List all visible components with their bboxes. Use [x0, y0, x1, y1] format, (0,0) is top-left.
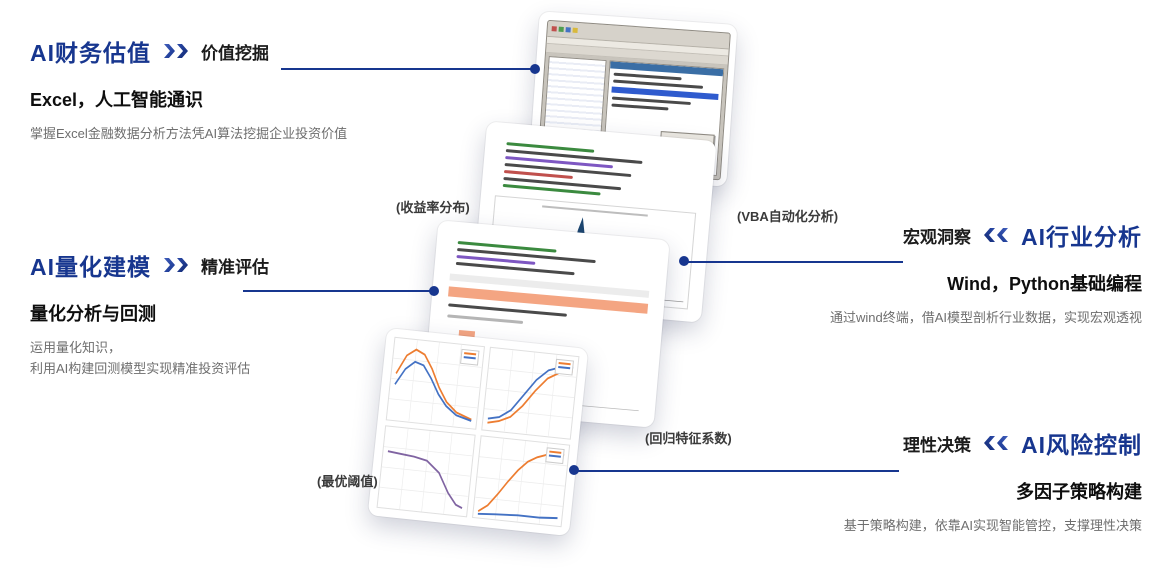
caption-optimal-threshold: (最优阈值) — [317, 474, 378, 489]
line-plot-svg — [388, 340, 482, 426]
connector-dot-risk — [569, 465, 579, 475]
connector-line-industry — [684, 261, 903, 263]
section-description: 掌握Excel金融数据分析方法凭AI算法挖掘企业投资价值 — [30, 126, 348, 141]
section-title: AI行业分析 — [1021, 224, 1142, 250]
section-title-row: AI量化建模 精准评估 — [30, 248, 269, 282]
connector-dot-valuation — [530, 64, 540, 74]
legend-box — [459, 348, 480, 366]
section-subtitle: 多因子策略构建 — [1016, 482, 1142, 502]
section-title-row: 理性决策 AI风险控制 — [844, 426, 1142, 460]
description-line-1: 运用量化知识， — [30, 340, 122, 355]
plot-bottom-left — [376, 424, 476, 518]
section-tag: 价值挖掘 — [201, 43, 269, 63]
toolbar-icon — [565, 27, 571, 33]
section-description: 通过wind终端，借AI模型剖析行业数据，实现宏观透视 — [829, 310, 1142, 325]
caption-regression-coefficients: (回归特征系数) — [645, 431, 732, 446]
section-tag: 精准评估 — [201, 257, 269, 277]
toolbar-icon — [551, 26, 557, 32]
section-subtitle: Wind，Python基础编程 — [947, 274, 1142, 294]
section-description: 基于策略构建，依靠AI实现智能管控，支撑理性决策 — [843, 518, 1142, 533]
plot-top-left — [385, 336, 485, 430]
section-tag: 宏观洞察 — [903, 227, 971, 247]
caption-returns-distribution: (收益率分布) — [396, 200, 470, 215]
legend-box — [554, 358, 574, 376]
section-ai-industry-analysis: 宏观洞察 AI行业分析 Wind，Python基础编程 通过wind终端，借AI… — [830, 218, 1142, 328]
section-subtitle: 量化分析与回测 — [30, 304, 156, 324]
chevrons-right-icon — [164, 258, 188, 272]
toolbar-icon — [572, 27, 578, 33]
connector-line-valuation — [281, 68, 535, 70]
section-ai-valuation: AI财务估值 价值挖掘 Excel，人工智能通识 掌握Excel金融数据分析方法… — [30, 34, 347, 144]
connector-dot-quant — [429, 286, 439, 296]
connector-line-risk — [574, 470, 899, 472]
section-title: AI财务估值 — [30, 40, 151, 66]
line-plot-svg — [474, 438, 568, 524]
section-title-row: AI财务估值 价值挖掘 — [30, 34, 347, 68]
screenshot-threshold-plots — [367, 327, 589, 537]
legend-box — [545, 446, 565, 464]
plot-grid — [376, 336, 580, 528]
section-description: 运用量化知识， 利用AI构建回测模型实现精准投资评估 — [30, 337, 269, 380]
section-title-row: 宏观洞察 AI行业分析 — [830, 218, 1142, 252]
section-tag: 理性决策 — [903, 435, 971, 455]
chevrons-left-icon — [984, 436, 1008, 450]
section-title: AI量化建模 — [30, 254, 151, 280]
section-subtitle: Excel，人工智能通识 — [30, 90, 204, 110]
plot-bottom-right — [471, 434, 571, 528]
section-title: AI风险控制 — [1021, 432, 1142, 458]
description-line-2: 利用AI构建回测模型实现精准投资评估 — [30, 361, 251, 377]
connector-line-quant — [243, 290, 434, 292]
toolbar-icon — [558, 26, 564, 32]
line-plot-svg — [379, 428, 473, 514]
caption-vba-automation: (VBA自动化分析) — [737, 209, 839, 224]
chevrons-left-icon — [984, 228, 1008, 242]
section-ai-risk-control: 理性决策 AI风险控制 多因子策略构建 基于策略构建，依靠AI实现智能管控，支撑… — [844, 426, 1142, 536]
connector-dot-industry — [679, 256, 689, 266]
section-ai-quant-modeling: AI量化建模 精准评估 量化分析与回测 运用量化知识， 利用AI构建回测模型实现… — [30, 248, 269, 380]
chevrons-right-icon — [164, 44, 188, 58]
plot-top-right — [480, 346, 580, 440]
